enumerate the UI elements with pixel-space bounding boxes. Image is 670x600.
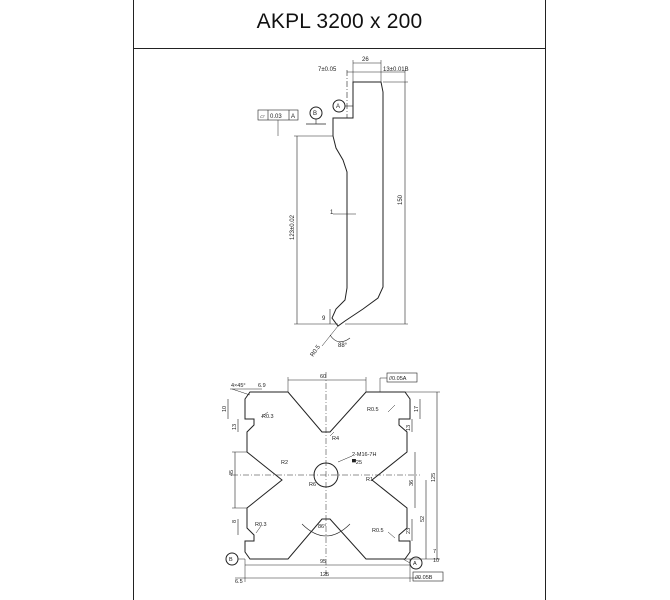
flatness-value: 0.03 (270, 114, 282, 120)
dim-left-top-label: 10 (222, 406, 228, 412)
datum-b-label: B (313, 111, 317, 117)
title-divider (134, 48, 545, 49)
dim-r2-label: R2 (281, 460, 288, 466)
chamfer-label: 4×45° (231, 383, 246, 389)
dim-offset-label: 7±0.05 (318, 67, 337, 73)
leader-line (321, 325, 339, 347)
parallel-frame-top (386, 372, 418, 383)
radius-r05-top-label: R0.5 (367, 407, 379, 413)
angle-label: 88° (338, 343, 348, 349)
radius-r4-label: R4 (332, 436, 339, 442)
leader-line (255, 525, 262, 534)
dim-13-right-label: 13 (406, 425, 412, 431)
hole-mark-label: ▀25 (352, 459, 362, 466)
parallel-frame-bottom (412, 571, 444, 582)
flatness-symbol: ⏥ (260, 114, 265, 120)
dim-45-label: 45 (229, 470, 235, 476)
dim-8-label: 8 (232, 520, 238, 523)
datum-leader (402, 558, 411, 564)
dim-width-label: 26 (362, 57, 369, 63)
upper-tool-outline (331, 81, 384, 327)
dim-10-bottom-label: 10 (433, 558, 439, 564)
leader-line (337, 455, 353, 463)
drawing-sheet: AKPL 3200 x 200 (133, 0, 546, 600)
top-tol-label: 6.9 (258, 383, 266, 389)
dim-neck-label: 1 (330, 210, 334, 216)
dim-125-bottom-label: 125 (320, 572, 329, 578)
dim-length-label: 123±0.02 (290, 214, 296, 240)
angle-arc-86 (301, 523, 351, 537)
upper-tool (257, 60, 408, 347)
die-datum-b-label: B (229, 557, 233, 563)
radius-r03-top-label: R0.3 (262, 414, 274, 420)
dim-23-label: 23 (406, 528, 412, 534)
die-top-width-label: 60 (320, 374, 326, 380)
die-labels: 60 4×45° 6.9 //0.05A //0.05B 2-M16-7H ▀2… (222, 374, 439, 585)
parallel-bottom-label: //0.05B (415, 575, 433, 581)
dim-52-label: 52 (420, 516, 426, 522)
leader-line (387, 531, 396, 539)
hole-spec-label: 2-M16-7H (352, 452, 376, 458)
drawing-title: AKPL 3200 x 200 (256, 10, 423, 33)
leader-line (260, 411, 269, 418)
radius-r05-bottom-label: R0.5 (372, 528, 384, 534)
leader-line (387, 404, 396, 413)
dim-6-5-label: 6.5 (235, 579, 243, 585)
die (225, 372, 444, 582)
dim-height-label: 150 (398, 194, 404, 205)
parallel-top-label: //0.05A (389, 376, 407, 382)
tip-radius-label: R0.5 (310, 344, 323, 358)
angle-86-label: 86° (318, 524, 326, 530)
dim-tip-label: 9 (322, 316, 326, 322)
datum-a-label: A (336, 104, 340, 110)
dim-r6-label: R6 (309, 482, 316, 488)
dim-125-right-label: 125 (431, 473, 437, 482)
dim-r1-label: R1 (366, 477, 373, 483)
die-datum-a-label: A (413, 561, 417, 567)
dim-tolerance-label: 13±0.01B (383, 67, 409, 73)
radius-r03-bottom-label: R0.3 (255, 522, 267, 528)
flatness-datum: A (291, 114, 295, 120)
leader-line (329, 431, 335, 437)
dim-7-label: 7 (433, 549, 436, 555)
chamfer-leader (231, 388, 251, 396)
dim-36-label: 36 (409, 480, 415, 486)
angle-arc (329, 334, 351, 343)
dim-left-mid-label: 13 (232, 424, 238, 430)
dim-17-label: 17 (414, 406, 420, 412)
dim-95-label: 95 (320, 559, 326, 565)
